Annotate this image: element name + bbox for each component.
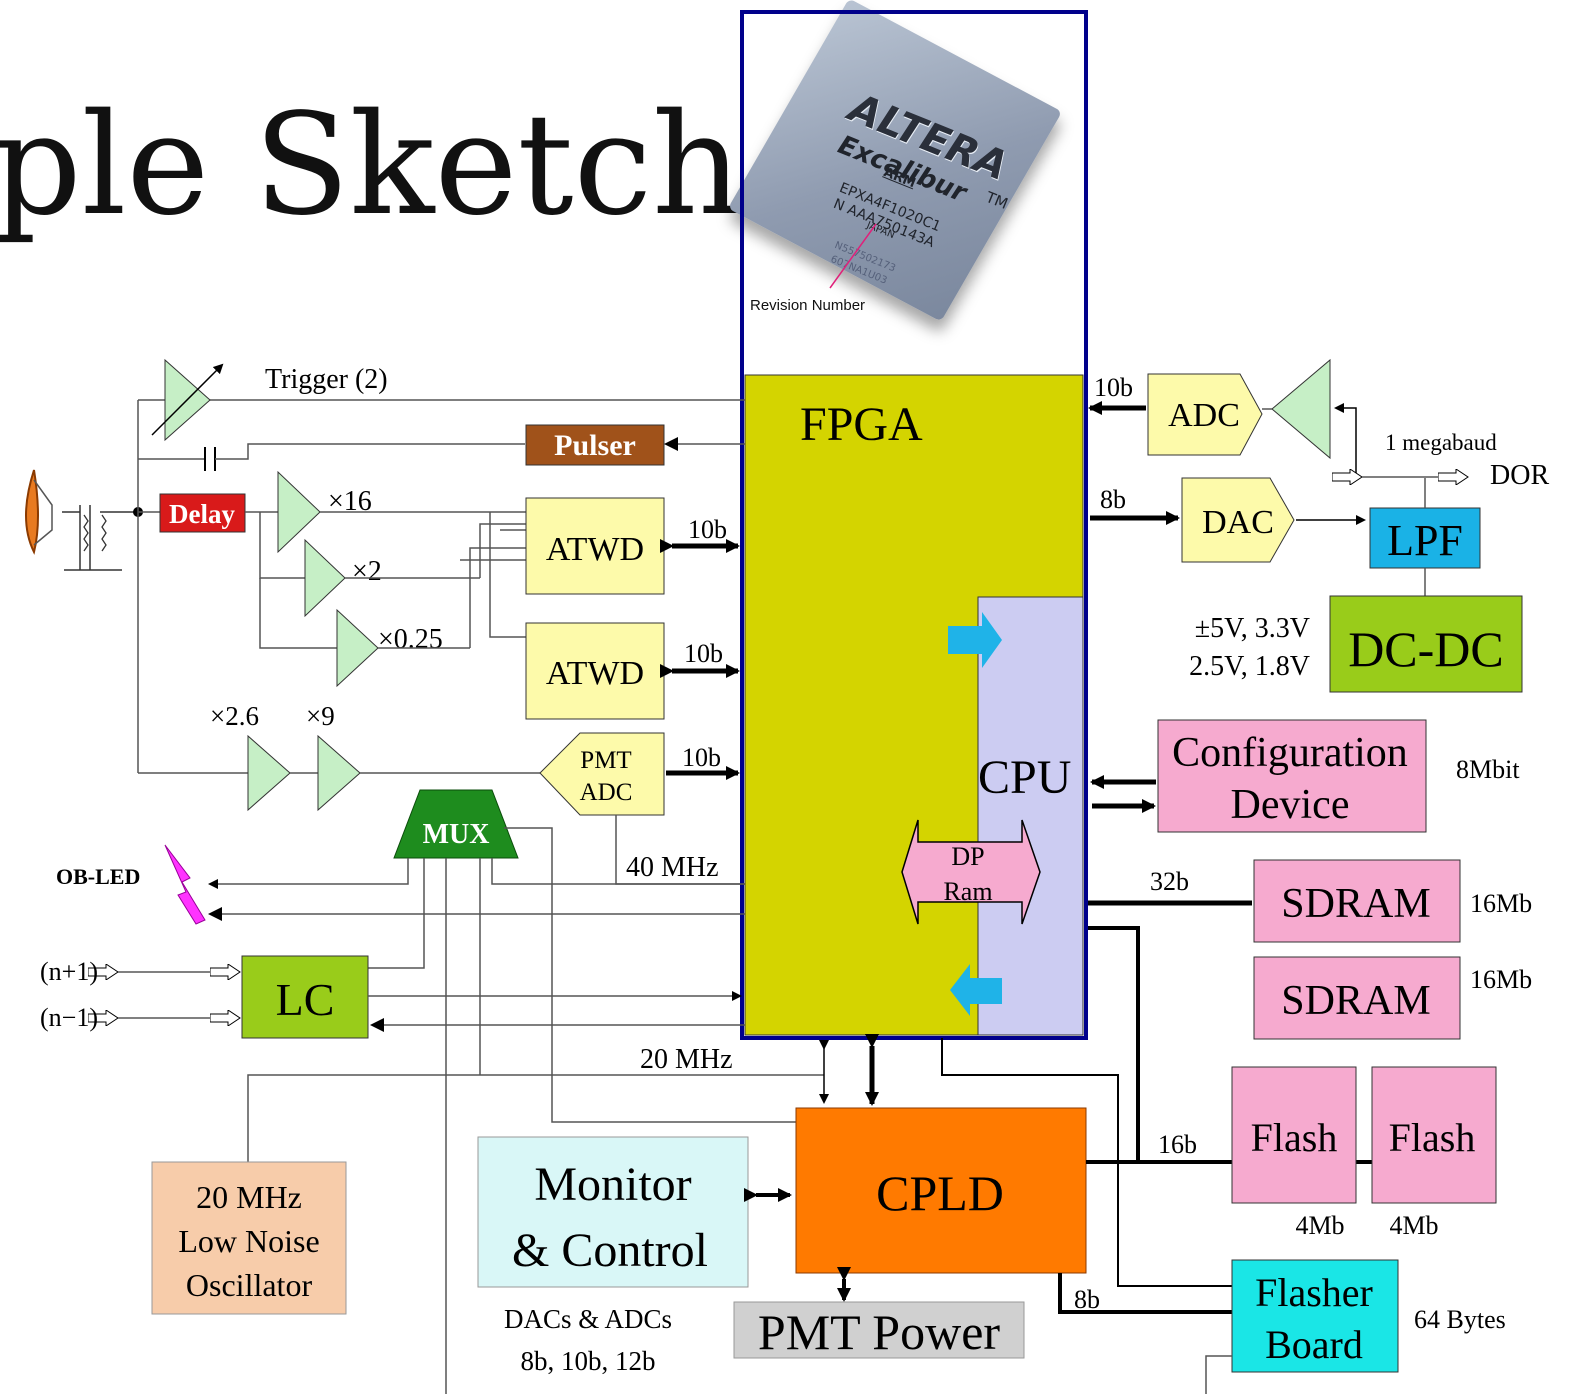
flasher-size-label: 64 Bytes: [1414, 1305, 1506, 1334]
fpga-label: FPGA: [800, 398, 923, 451]
mux-label: MUX: [423, 819, 490, 850]
config-label-2: Device: [1231, 782, 1350, 828]
lc-n-minus-label: (n−1): [40, 1003, 98, 1032]
voltage-label-2: 2.5V, 1.8V: [1189, 651, 1310, 682]
led-flash-icon: [165, 845, 205, 924]
monitor-label-1: Monitor: [534, 1158, 691, 1211]
sdram-label-2: SDRAM: [1281, 978, 1430, 1024]
voltage-label-1: ±5V, 3.3V: [1195, 613, 1310, 644]
amp-x26-icon: [248, 736, 290, 810]
receive-amp-icon: [1272, 360, 1330, 458]
sdram1-size-label: 16Mb: [1470, 889, 1532, 918]
dcdc-label: DC-DC: [1348, 621, 1504, 677]
gain-x26-label: ×2.6: [210, 701, 259, 731]
atwd-label-2: ATWD: [546, 655, 644, 692]
pmt-power-label: PMT Power: [758, 1304, 1001, 1360]
trigger-label: Trigger (2): [265, 364, 388, 395]
cpld-label: CPLD: [876, 1165, 1004, 1221]
clock-40mhz-label: 40 MHz: [626, 852, 719, 883]
lpf-label: LPF: [1387, 516, 1463, 565]
amp-x16-icon: [278, 472, 320, 552]
flash-bits-label: 16b: [1158, 1130, 1197, 1159]
amp-x9-icon: [318, 736, 360, 810]
clock-20mhz-label: 20 MHz: [640, 1044, 733, 1075]
config-label-1: Configuration: [1172, 730, 1408, 776]
amp-x025-icon: [337, 610, 378, 686]
dac-bits-label: 8b: [1100, 485, 1126, 514]
gain-x025-label: ×0.25: [378, 624, 443, 655]
lc-n-plus-label: (n+1): [40, 957, 98, 986]
pulser-label: Pulser: [554, 429, 636, 462]
pmt-adc-label-2: ADC: [580, 779, 633, 806]
sdram2-size-label: 16Mb: [1470, 965, 1532, 994]
gain-x2-label: ×2: [352, 556, 382, 587]
dp-ram-label-2: Ram: [943, 877, 992, 906]
amp-x2-icon: [305, 540, 345, 616]
cpu-label: CPU: [978, 751, 1071, 804]
atwd1-bits-label: 10b: [688, 515, 727, 544]
cpu-block: [978, 597, 1083, 1035]
flash1-size-label: 4Mb: [1295, 1211, 1344, 1240]
lc-label: LC: [276, 974, 335, 1025]
flasher-label-1: Flasher: [1255, 1270, 1373, 1315]
config-size-label: 8Mbit: [1456, 755, 1520, 784]
transformer-icon: [62, 505, 138, 570]
dac-label: DAC: [1202, 504, 1274, 541]
megabaud-label: 1 megabaud: [1385, 430, 1497, 455]
adc-label: ADC: [1168, 397, 1240, 434]
flash2-size-label: 4Mb: [1389, 1211, 1438, 1240]
delay-label: Delay: [169, 499, 235, 529]
flasher-label-2: Board: [1265, 1322, 1363, 1367]
flash-label-1: Flash: [1251, 1115, 1338, 1160]
osc-label-2: Low Noise: [178, 1223, 319, 1259]
osc-label-1: 20 MHz: [196, 1179, 302, 1215]
atwd-label-1: ATWD: [546, 531, 644, 568]
atwd2-bits-label: 10b: [684, 639, 723, 668]
monitor-label-2: & Control: [512, 1224, 708, 1277]
sdram-bits-label: 32b: [1150, 867, 1189, 896]
osc-label-3: Oscillator: [186, 1267, 313, 1303]
obled-label: OB-LED: [56, 864, 140, 889]
dacs-adcs-label-1: DACs & ADCs: [504, 1304, 672, 1334]
flasher-bits-label: 8b: [1074, 1285, 1100, 1314]
revision-arrow: [830, 224, 876, 288]
pmt-adc-label-1: PMT: [580, 747, 631, 774]
dp-ram-label-1: DP: [951, 842, 984, 871]
pmtadc-bits-label: 10b: [682, 743, 721, 772]
adc-bits-label: 10b: [1094, 373, 1133, 402]
sdram-label-1: SDRAM: [1281, 881, 1430, 927]
dacs-adcs-label-2: 8b, 10b, 12b: [521, 1346, 656, 1376]
flash-label-2: Flash: [1389, 1115, 1476, 1160]
gain-x9-label: ×9: [306, 701, 335, 731]
dor-label: DOR: [1490, 460, 1549, 491]
